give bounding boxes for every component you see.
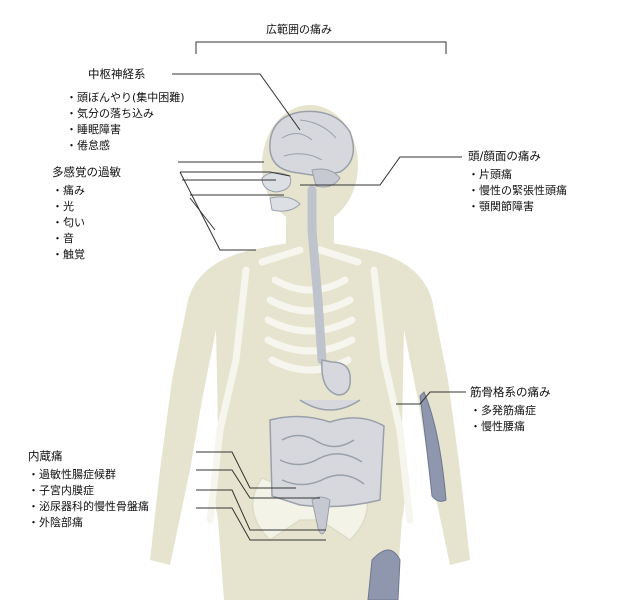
group-heading: 筋骨格系の痛み xyxy=(470,385,551,399)
group-musculo: 筋骨格系の痛み ・多発筋痛症 ・慢性腰痛 xyxy=(470,384,551,435)
list-item: ・多発筋痛症 xyxy=(470,404,536,417)
group-cns-items: ・頭ぼんやり(集中困難) ・気分の落ち込み ・睡眠障害 ・倦怠感 xyxy=(66,90,185,154)
intestines xyxy=(269,415,385,508)
list-item: ・泌尿器科的慢性骨盤痛 xyxy=(28,500,149,513)
list-item: ・気分の落ち込み xyxy=(66,107,154,120)
title-text: 広範囲の痛み xyxy=(266,23,332,36)
pelvic-organ xyxy=(311,496,331,535)
list-item: ・光 xyxy=(52,200,74,213)
list-item: ・匂い xyxy=(52,216,85,229)
list-item: ・痛み xyxy=(52,184,85,197)
list-item: ・子宮内膜症 xyxy=(28,484,94,497)
leg-muscle xyxy=(367,549,401,600)
forearm-muscle xyxy=(419,391,447,502)
list-item: ・顎関節障害 xyxy=(468,200,534,213)
stomach xyxy=(299,359,361,411)
title-bracket xyxy=(195,41,447,54)
list-item: ・触覚 xyxy=(52,248,85,261)
list-item: ・頭ぼんやり(集中困難) xyxy=(66,91,185,104)
title-label: 広範囲の痛み xyxy=(266,22,332,38)
list-item: ・慢性の緊張性頭痛 xyxy=(468,184,567,197)
group-heading: 頭/顔面の痛み xyxy=(468,149,541,163)
list-item: ・倦怠感 xyxy=(66,139,110,152)
group-sensory: 多感覚の過敏 ・痛み ・光 ・匂い ・音 ・触覚 xyxy=(52,164,121,263)
group-heading: 多感覚の過敏 xyxy=(52,165,121,179)
skeleton xyxy=(206,246,414,524)
face-structures xyxy=(261,172,301,212)
list-item: ・外陰部痛 xyxy=(28,516,83,529)
list-item: ・片頭痛 xyxy=(468,168,512,181)
group-visceral: 内蔵痛 ・過敏性腸症候群 ・子宮内膜症 ・泌尿器科的慢性骨盤痛 ・外陰部痛 xyxy=(28,448,149,531)
list-item: ・睡眠障害 xyxy=(66,123,121,136)
group-heading: 中枢神経系 xyxy=(88,67,146,81)
brain xyxy=(269,110,355,188)
group-head: 頭/顔面の痛み ・片頭痛 ・慢性の緊張性頭痛 ・顎関節障害 xyxy=(468,148,567,215)
leader-lines xyxy=(172,73,466,541)
list-item: ・慢性腰痛 xyxy=(470,420,525,433)
list-item: ・過敏性腸症候群 xyxy=(28,468,116,481)
group-cns: 中枢神経系 xyxy=(88,66,146,85)
esophagus xyxy=(307,185,327,365)
list-item: ・音 xyxy=(52,232,74,245)
group-heading: 内蔵痛 xyxy=(28,449,63,463)
